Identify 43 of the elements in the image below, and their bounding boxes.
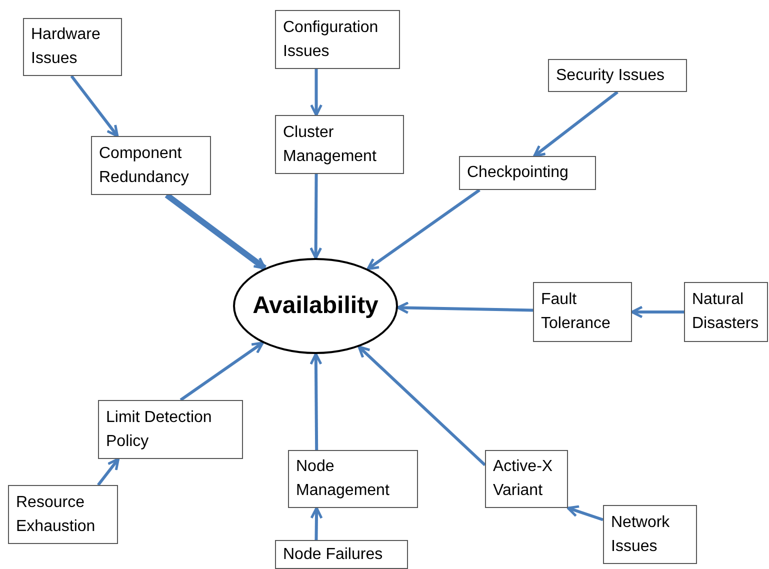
process-box (548, 59, 687, 92)
arrow (70, 75, 119, 138)
arrow (310, 352, 322, 450)
process-box (459, 156, 596, 190)
node-label: Network Issues (611, 512, 671, 556)
node-label: Node Failures (283, 544, 384, 564)
arrow (630, 306, 684, 318)
node-label: Component Redundancy (99, 144, 190, 188)
arrow (310, 69, 323, 116)
process-box (98, 400, 243, 459)
process-box (603, 505, 697, 564)
node-label: Fault Tolerance (541, 290, 612, 334)
arrow (533, 90, 618, 158)
arrow (396, 302, 534, 314)
process-box (23, 18, 122, 76)
arrow (310, 506, 323, 540)
process-box (288, 450, 418, 508)
arrow (164, 192, 267, 271)
process-box (275, 115, 404, 174)
process-box (91, 136, 211, 195)
node-label: Node Management (296, 457, 390, 501)
arrow (310, 174, 322, 260)
process-box (8, 485, 118, 544)
node-label: Cluster Management (283, 122, 378, 166)
arrow (180, 342, 264, 402)
node-label: Configuration Issues (283, 18, 380, 62)
node-label: Resource Exhaustion (16, 492, 96, 536)
arrow (358, 346, 486, 466)
node-label: Limit Detection Policy (106, 408, 213, 452)
node-label: Active-X Variant (493, 457, 554, 501)
process-box (275, 10, 400, 69)
process-box (684, 282, 768, 342)
process-box (485, 450, 568, 508)
process-box (533, 282, 632, 342)
node-label: Checkpointing (467, 163, 570, 183)
arrow (97, 458, 120, 486)
arrow (566, 505, 604, 522)
process-box (275, 540, 408, 569)
node-label: Hardware Issues (31, 25, 102, 69)
arrow (366, 188, 480, 270)
node-label: Natural Disasters (692, 290, 760, 334)
node-title: Availability (252, 291, 378, 321)
node-label: Security Issues (556, 66, 666, 86)
